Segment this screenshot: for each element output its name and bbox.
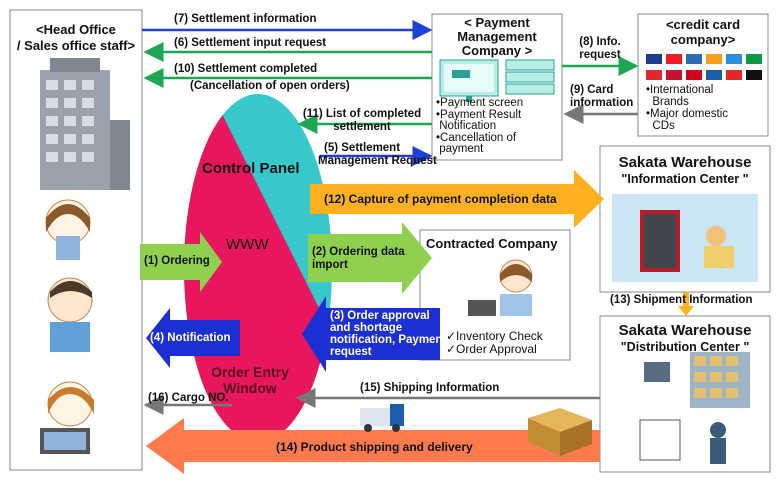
flow-15-label: (15) Shipping Information xyxy=(360,382,500,394)
www-label: WWW xyxy=(226,236,269,253)
flow-11-label-2: settlement xyxy=(333,121,391,133)
contracted-title: Contracted Company xyxy=(426,236,558,251)
flow-14-label: (14) Product shipping and delivery xyxy=(276,440,473,454)
credit-brand-3: •Major domestic xyxy=(646,108,728,120)
flow-3-label-1: (3) Order approval xyxy=(330,310,430,322)
arrow-f13 xyxy=(678,292,694,316)
credit-brand-1: •International xyxy=(646,84,714,96)
flow-1-label: (1) Ordering xyxy=(144,255,210,267)
woman-phone-icon xyxy=(45,199,91,260)
flow-13-label: (13) Shipment Information xyxy=(610,294,753,306)
arrow-f14 xyxy=(146,418,600,474)
flow-5-label-2: Management Request xyxy=(318,155,437,167)
woman-laptop-icon xyxy=(40,381,94,454)
flow-3-label-3: notification, Payment xyxy=(330,334,447,346)
flow-6-label: (6) Settlement input request xyxy=(174,37,327,49)
cardboard-boxes-icon xyxy=(528,408,592,456)
arrow-f2 xyxy=(308,222,432,294)
flow-9-label-1: (9) Card xyxy=(570,84,614,96)
flow-2-label-2: import xyxy=(312,259,348,271)
man-phone-icon xyxy=(47,277,93,352)
order-entry-label-2: Window xyxy=(223,380,277,396)
flow-3-label-2: and shortage xyxy=(330,322,403,334)
flow-7-label: (7) Settlement information xyxy=(174,13,317,25)
flow-12-label: (12) Capture of payment completion data xyxy=(324,192,557,206)
contracted-item-2: ✓Order Approval xyxy=(446,342,537,356)
payment-screen-icon xyxy=(439,59,499,102)
credit-brand-4: CDs xyxy=(652,120,675,132)
flow-5-label-1: (5) Settlement xyxy=(324,142,401,154)
dist-center-title: Sakata Warehouse xyxy=(618,322,752,339)
flow-4-label: (4) Notification xyxy=(150,332,231,344)
order-entry-label-1: Order Entry xyxy=(211,364,289,380)
building-icon xyxy=(40,58,130,190)
flow-16-label: (16) Cargo NO. xyxy=(148,392,229,404)
payment-feature-2: •Payment Result xyxy=(436,108,522,121)
arrow-f4 xyxy=(146,308,240,368)
flow-10-label-1: (10) Settlement completed xyxy=(174,63,318,75)
arrow-f12 xyxy=(310,170,604,228)
payment-title-1: < Payment xyxy=(464,15,530,30)
flow-9-label-2: information xyxy=(570,97,634,109)
datacenter-image xyxy=(612,194,758,282)
head-office-title-1: <Head Office xyxy=(36,22,116,37)
payment-title-2: Management xyxy=(457,29,537,44)
flow-8-label-1: (8) Info. xyxy=(579,36,621,48)
credit-title-1: <credit card xyxy=(665,17,741,32)
contracted-item-1: ✓Inventory Check xyxy=(446,329,543,343)
server-icon xyxy=(505,59,555,95)
operator-icon xyxy=(468,259,533,316)
payment-feature-5: payment xyxy=(439,143,484,155)
contracted-company-box xyxy=(419,229,571,361)
head-office-title-2: / Sales office staff> xyxy=(16,38,136,53)
credit-title-2: company> xyxy=(670,32,736,47)
payment-feature-3: Notification xyxy=(439,120,497,132)
truck-icon xyxy=(360,404,404,432)
flow-10-label-2: (Cancellation of open orders) xyxy=(190,80,350,92)
info-center-title: Sakata Warehouse xyxy=(618,154,752,171)
payment-feature-1: •Payment screen xyxy=(436,97,524,109)
flow-8-label-2: request xyxy=(579,49,621,61)
arrow-f1 xyxy=(140,232,222,292)
flow-2-label-1: (2) Ordering data xyxy=(312,246,405,258)
payment-feature-4: •Cancellation of xyxy=(436,131,517,144)
info-center-subtitle: "Information Center " xyxy=(621,172,749,186)
card-logos xyxy=(646,54,762,80)
payment-title-3: Company > xyxy=(461,43,533,58)
warehouse-image xyxy=(639,352,750,464)
credit-brand-2: Brands xyxy=(652,96,689,108)
dist-center-subtitle: "Distribution Center " xyxy=(620,340,750,354)
control-panel-label: Control Panel xyxy=(202,160,300,177)
arrow-f3 xyxy=(302,296,440,372)
flow-3-label-4: request xyxy=(330,346,372,358)
flow-11-label-1: (11) List of completed xyxy=(302,108,422,120)
